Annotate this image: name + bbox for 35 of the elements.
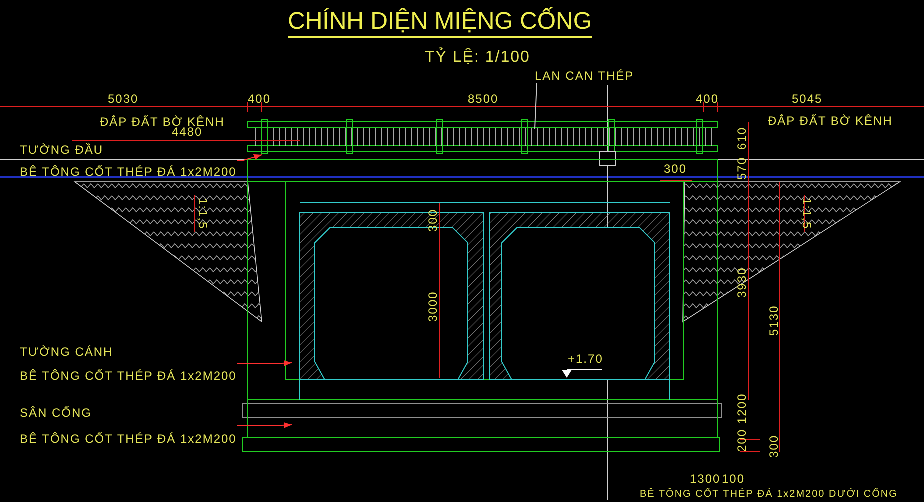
drawing-title: CHÍNH DIỆN MIỆNG CỐNG	[288, 8, 592, 38]
material-note: BÊ TÔNG CỐT THÉP ĐÁ 1x2M200	[20, 165, 237, 179]
leader-line	[534, 82, 538, 130]
part-label: TƯỜNG CÁNH	[20, 345, 114, 359]
dimension-text: 200	[735, 428, 749, 452]
dimension-text: 400	[696, 92, 720, 106]
material-note: BÊ TÔNG CỐT THÉP ĐÁ 1x2M200	[20, 432, 237, 446]
dimension-text: 100	[722, 472, 746, 486]
leader-line	[236, 360, 292, 366]
dimension-text: 300	[664, 162, 688, 176]
dimension-text: 5030	[108, 92, 139, 106]
dimension-text: 300	[767, 434, 781, 458]
material-note: BÊ TÔNG CỐT THÉP ĐÁ 1x2M200 DƯỚI CỐNG	[640, 488, 898, 501]
material-note: BÊ TÔNG CỐT THÉP ĐÁ 1x2M200	[20, 369, 237, 383]
slope-text: 1:1,5	[800, 198, 814, 230]
fill-note: ĐẮP ĐẤT BỜ KÊNH	[768, 114, 893, 128]
dimension-text: 1200	[735, 393, 749, 424]
dimension-text: 610	[735, 126, 749, 150]
dimension-text: 570	[735, 156, 749, 180]
dimension-text: 400	[248, 92, 272, 106]
part-label: TƯỜNG ĐẦU	[20, 143, 105, 157]
dimension-text: 300	[426, 208, 440, 232]
part-label: SÂN CỐNG	[20, 406, 94, 420]
dimension-text: 3930	[735, 267, 749, 298]
dimension-text: 8500	[468, 92, 499, 106]
dimension-text: 1300	[690, 472, 721, 486]
part-label: LAN CAN THÉP	[535, 69, 634, 83]
dimension-text: 5130	[767, 305, 781, 336]
dimension-text: 5045	[792, 92, 823, 106]
slope-text: 1:1,5	[196, 198, 210, 230]
scale-note: TỶ LỆ: 1/100	[425, 48, 530, 67]
leader-line	[236, 154, 262, 162]
leader-line	[236, 422, 292, 428]
elevation-text: +1.70	[568, 352, 604, 366]
dimension-text: 3000	[426, 291, 440, 322]
